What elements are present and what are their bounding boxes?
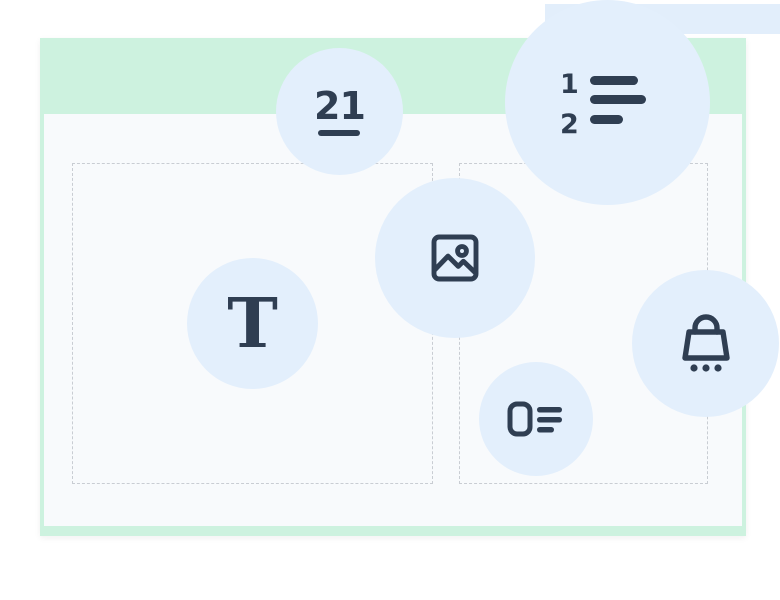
- image-icon: [427, 230, 483, 286]
- block-bubble-numbered-list[interactable]: 1 2: [505, 0, 710, 205]
- svg-text:2: 2: [560, 109, 579, 140]
- block-bubble-media-text[interactable]: [479, 362, 593, 476]
- block-bubble-shopping-bag[interactable]: [632, 270, 779, 417]
- heading-number-label: 21: [314, 84, 366, 128]
- block-bubble-image[interactable]: [375, 178, 535, 338]
- heading-21-icon: 21: [314, 84, 366, 136]
- block-bubble-heading[interactable]: 21: [276, 48, 403, 175]
- numbered-list-icon: 1 2: [558, 65, 658, 141]
- shopping-bag-icon: [677, 313, 735, 375]
- svg-text:1: 1: [560, 69, 579, 100]
- heading-underline: [318, 130, 361, 136]
- text-t-icon: T: [227, 283, 278, 364]
- block-bubble-text[interactable]: T: [187, 258, 318, 389]
- media-text-icon: [507, 399, 565, 439]
